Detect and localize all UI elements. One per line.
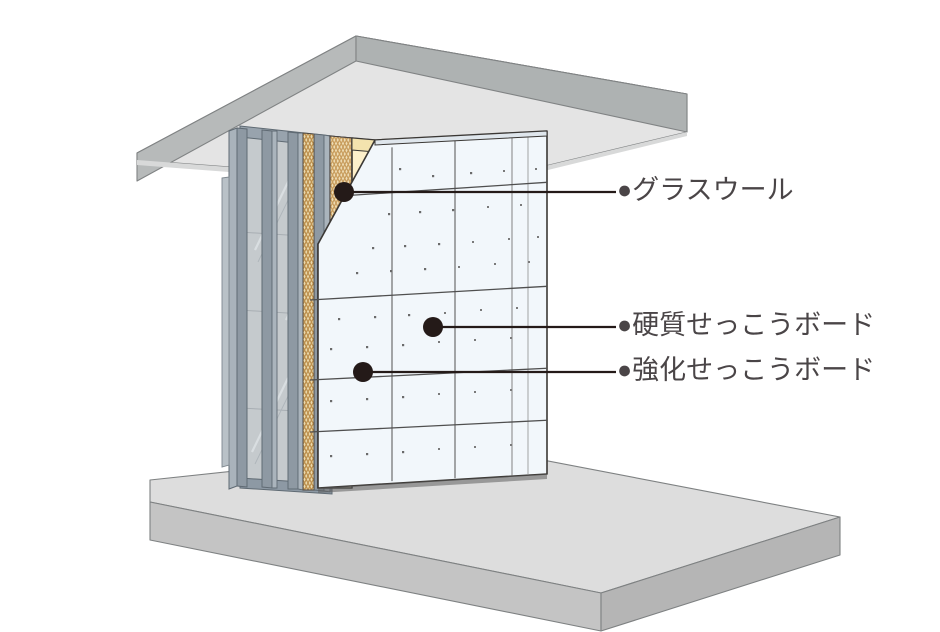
reinforced-board-base-shadow [318,474,547,493]
reinforced-board-top-edge [374,130,548,146]
callout-bullet-hard-gypsum-board: ● [617,311,633,339]
callout-leaders [334,182,616,382]
callout-text-glass-wool: グラスウール [632,175,794,205]
callout-label-hard-gypsum-board: ●硬質せっこうボード [617,312,875,339]
callout-dot-hard-gypsum-board [423,317,443,337]
stud-1-return [221,176,230,468]
ceiling-slab-inner-shade [137,132,687,190]
glass-wool-bay-rear [302,132,315,491]
callout-dot-glass-wool [334,182,354,202]
reinforced-gypsum-board [309,130,548,493]
stud-2-flange [271,130,278,489]
stud-2-web [261,129,273,489]
stud-1-web [236,127,248,488]
callout-text-reinforced-gypsum-board: 強化せっこうボード [632,355,876,385]
callout-label-reinforced-gypsum-board: ●強化せっこうボード [617,357,875,384]
callout-bullet-reinforced-gypsum-board: ● [617,356,633,384]
callout-text-hard-gypsum-board: 硬質せっこうボード [632,310,876,340]
floor-slab-right-edge [600,516,841,632]
callout-dot-reinforced-gypsum-board [353,362,373,382]
stud-1-flange [228,127,238,490]
callout-label-glass-wool: ●グラスウール [617,177,794,204]
callout-bullet-glass-wool: ● [617,176,633,204]
